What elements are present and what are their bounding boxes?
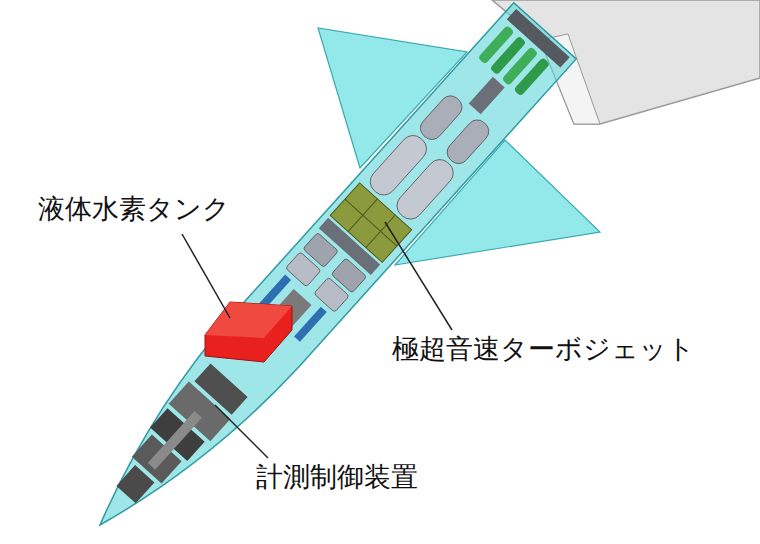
hydrogen-tank <box>205 302 292 362</box>
fuselage <box>69 3 576 544</box>
leader-line <box>385 222 452 330</box>
leader-line <box>182 234 230 318</box>
callout-label: 計測制御装置 <box>256 461 418 492</box>
callout-label: 液体水素タンク <box>38 193 230 224</box>
leader-line <box>215 405 268 458</box>
callout-label: 極超音速ターボジェット <box>392 333 695 364</box>
tank-top <box>205 302 292 338</box>
